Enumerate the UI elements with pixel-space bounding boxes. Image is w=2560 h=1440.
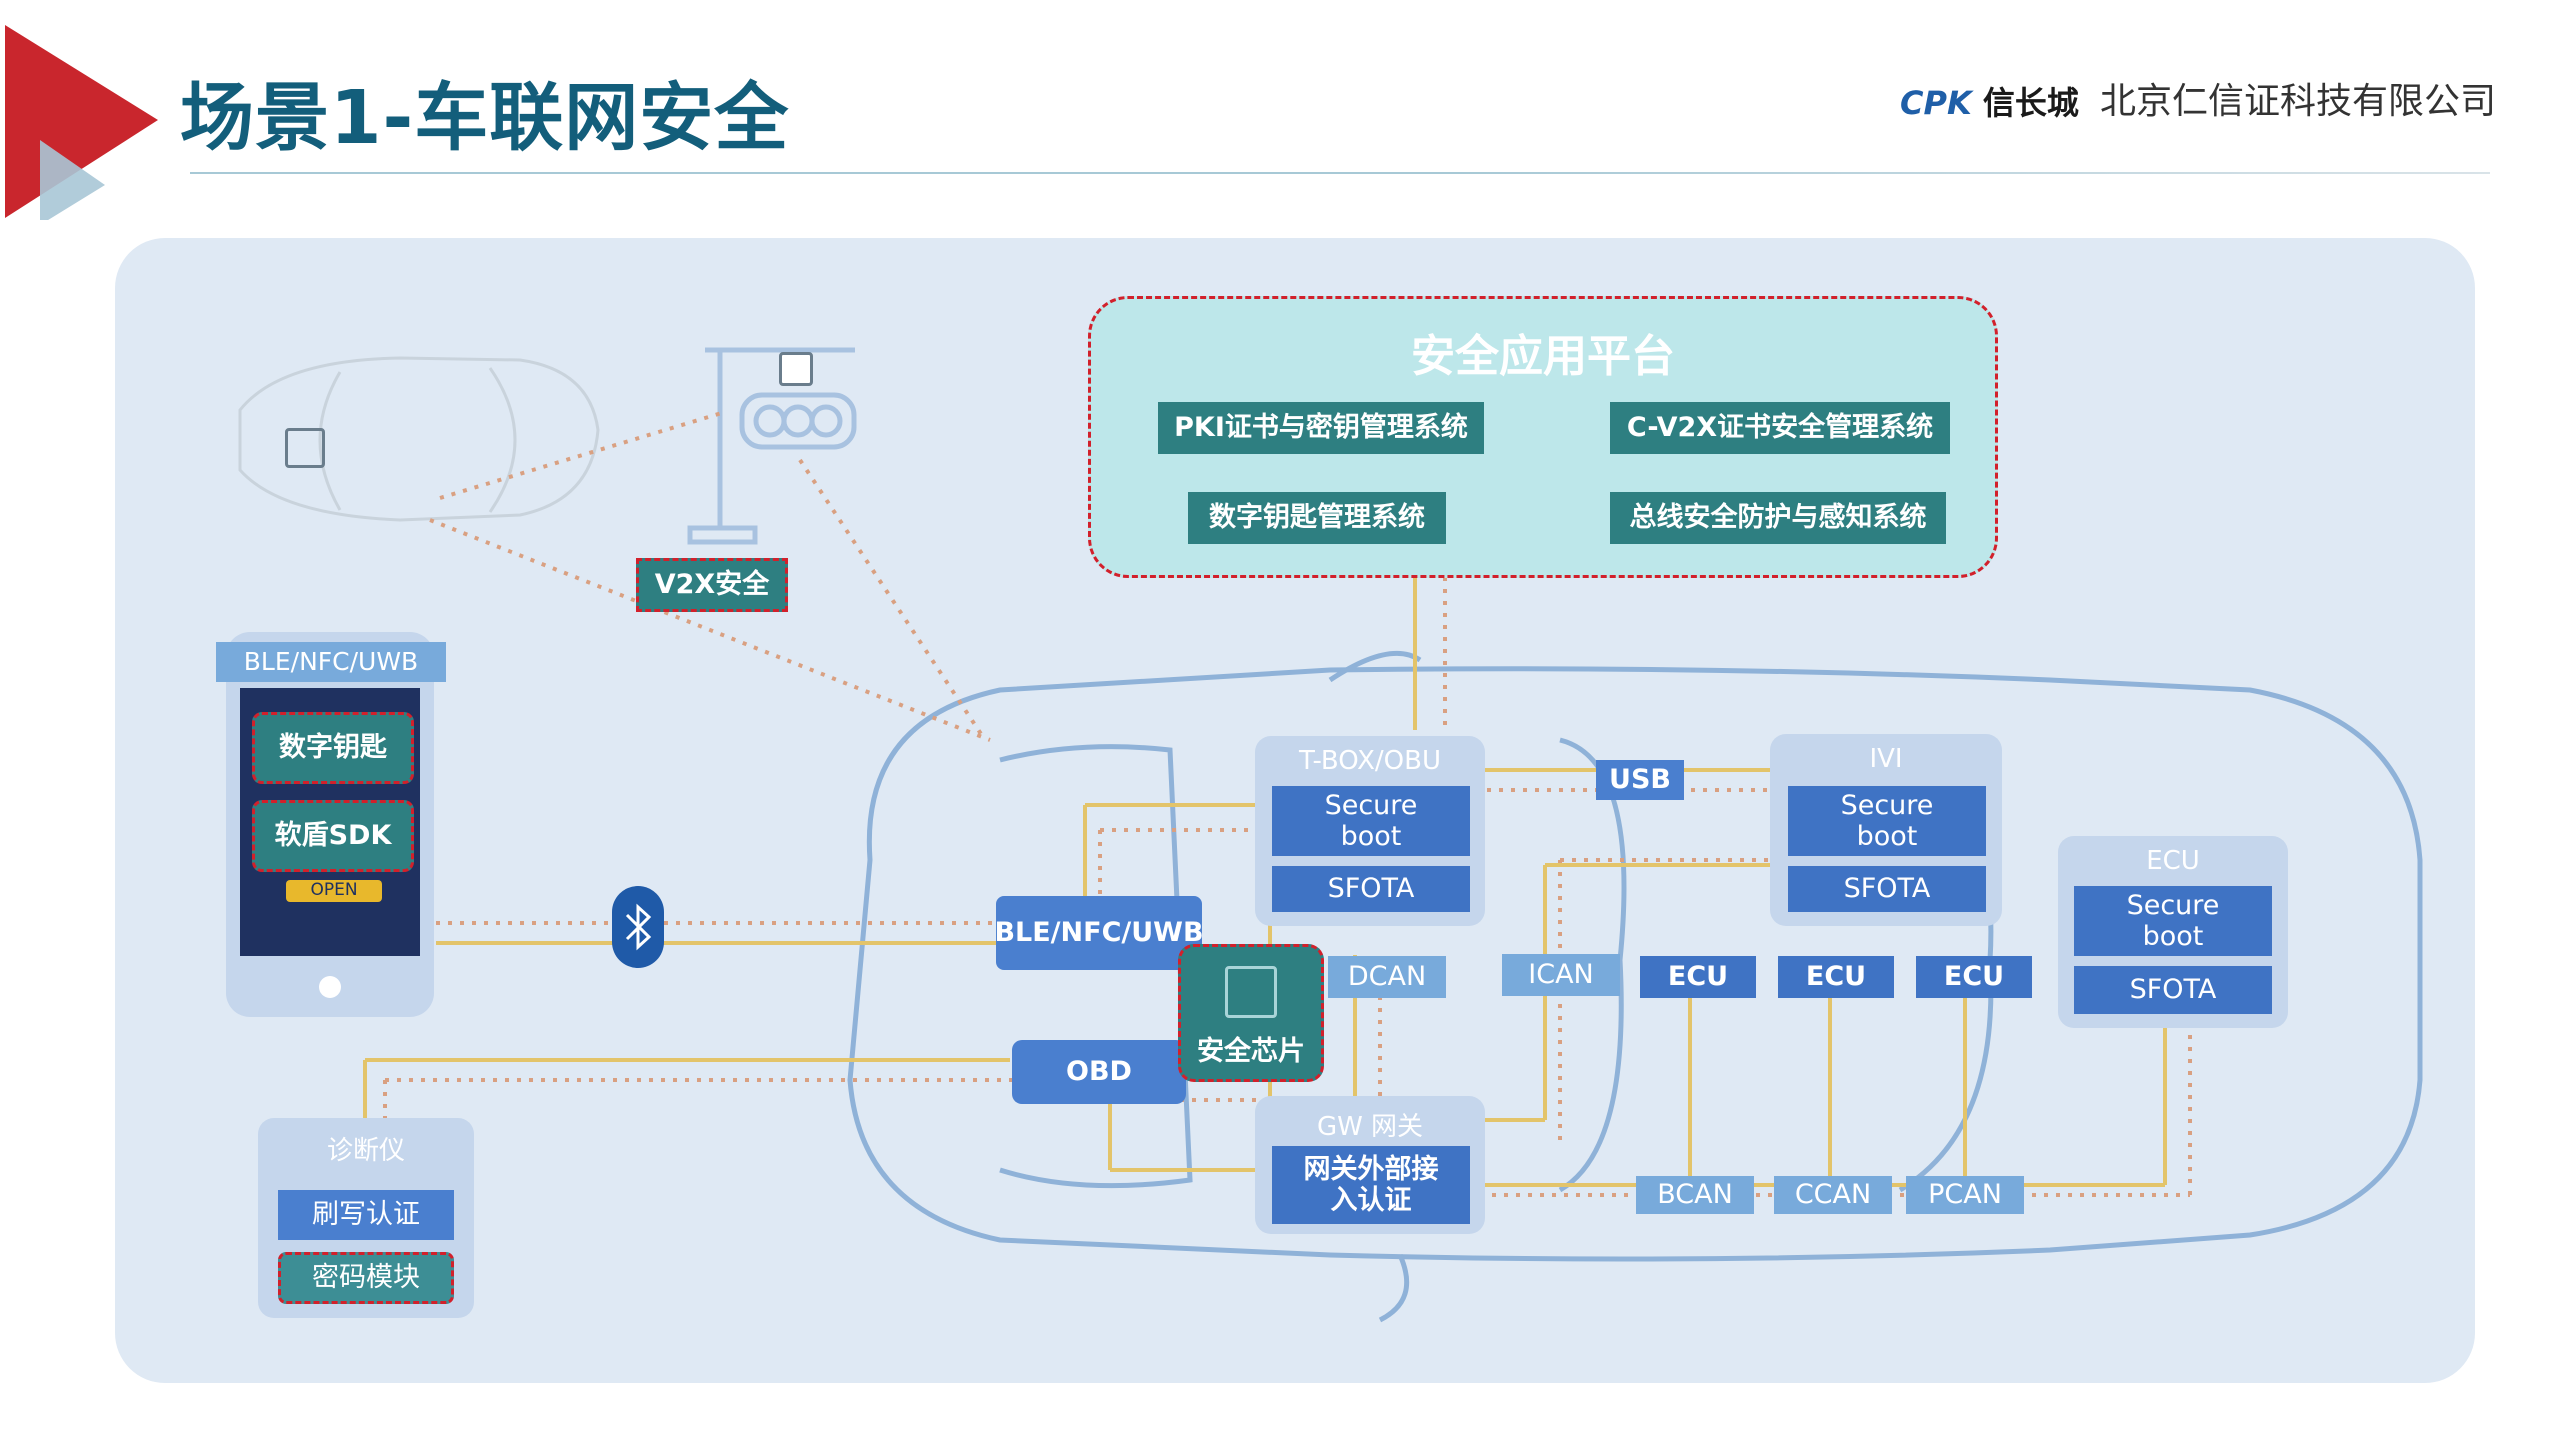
- bcan-bus[interactable]: BCAN: [1636, 1176, 1754, 1214]
- v2x-security-label[interactable]: V2X安全: [636, 558, 788, 612]
- ble-module[interactable]: BLE/NFC/UWB: [994, 896, 1204, 970]
- crypto-module-button[interactable]: 密码模块: [278, 1252, 454, 1304]
- company-logo: CPK 信长城: [1900, 84, 2079, 122]
- chip-icon: [285, 428, 325, 468]
- diagnostic-label: 诊断仪: [326, 1136, 405, 1166]
- gateway-auth[interactable]: 网关外部接入认证: [1272, 1146, 1470, 1224]
- traffic-light-icon: [687, 347, 857, 545]
- tbox-secure-boot[interactable]: Secure boot: [1272, 786, 1470, 856]
- ivi-sfota[interactable]: SFOTA: [1788, 866, 1986, 912]
- phone-home-button[interactable]: [319, 976, 341, 998]
- company-name: 北京仁信证科技有限公司: [2100, 81, 2497, 122]
- tbox-sfota[interactable]: SFOTA: [1272, 866, 1470, 912]
- page-title: 场景1-车联网安全: [180, 75, 790, 161]
- security-chip[interactable]: 安全芯片: [1178, 944, 1324, 1082]
- ican-bus[interactable]: ICAN: [1502, 954, 1620, 996]
- flash-auth-button[interactable]: 刷写认证: [278, 1190, 454, 1240]
- security-chip-label: 安全芯片: [1197, 1035, 1305, 1067]
- ccan-bus[interactable]: CCAN: [1774, 1176, 1892, 1214]
- pcan-bus[interactable]: PCAN: [1906, 1176, 2024, 1214]
- platform-item-bus-security[interactable]: 总线安全防护与感知系统: [1610, 492, 1946, 544]
- ecu-1[interactable]: ECU: [1640, 956, 1756, 998]
- phone-ble-label: BLE/NFC/UWB: [216, 642, 446, 682]
- phone-sdk[interactable]: 软盾SDK: [252, 800, 414, 872]
- chip-icon: [779, 352, 813, 386]
- ecu-3[interactable]: ECU: [1916, 956, 2032, 998]
- ivi-secure-boot[interactable]: Secure boot: [1788, 786, 1986, 856]
- ecu-group-label: ECU: [2146, 846, 2200, 876]
- obd-port[interactable]: OBD: [1012, 1040, 1186, 1104]
- phone-open-badge[interactable]: OPEN: [286, 880, 382, 902]
- phone-digital-key[interactable]: 数字钥匙: [252, 712, 414, 784]
- car-outline-icon: [238, 356, 600, 522]
- ecu-2[interactable]: ECU: [1778, 956, 1894, 998]
- header-divider: [190, 172, 2490, 174]
- platform-item-cv2x[interactable]: C-V2X证书安全管理系统: [1610, 402, 1950, 454]
- platform-item-digital-key[interactable]: 数字钥匙管理系统: [1188, 492, 1446, 544]
- ecu-sfota[interactable]: SFOTA: [2074, 966, 2272, 1014]
- gateway-label: GW 网关: [1316, 1112, 1424, 1142]
- ivi-label: IVI: [1869, 744, 1903, 774]
- ecu-secure-boot[interactable]: Secure boot: [2074, 886, 2272, 956]
- usb-port[interactable]: USB: [1596, 760, 1684, 800]
- tbox-label: T-BOX/OBU: [1298, 746, 1442, 776]
- dcan-bus[interactable]: DCAN: [1328, 956, 1446, 998]
- bluetooth-icon: [612, 886, 664, 968]
- platform-item-pki[interactable]: PKI证书与密钥管理系统: [1158, 402, 1484, 454]
- platform-title: 安全应用平台: [1411, 331, 1675, 382]
- chip-icon: [1225, 965, 1277, 1018]
- red-triangle-logo: [5, 25, 158, 220]
